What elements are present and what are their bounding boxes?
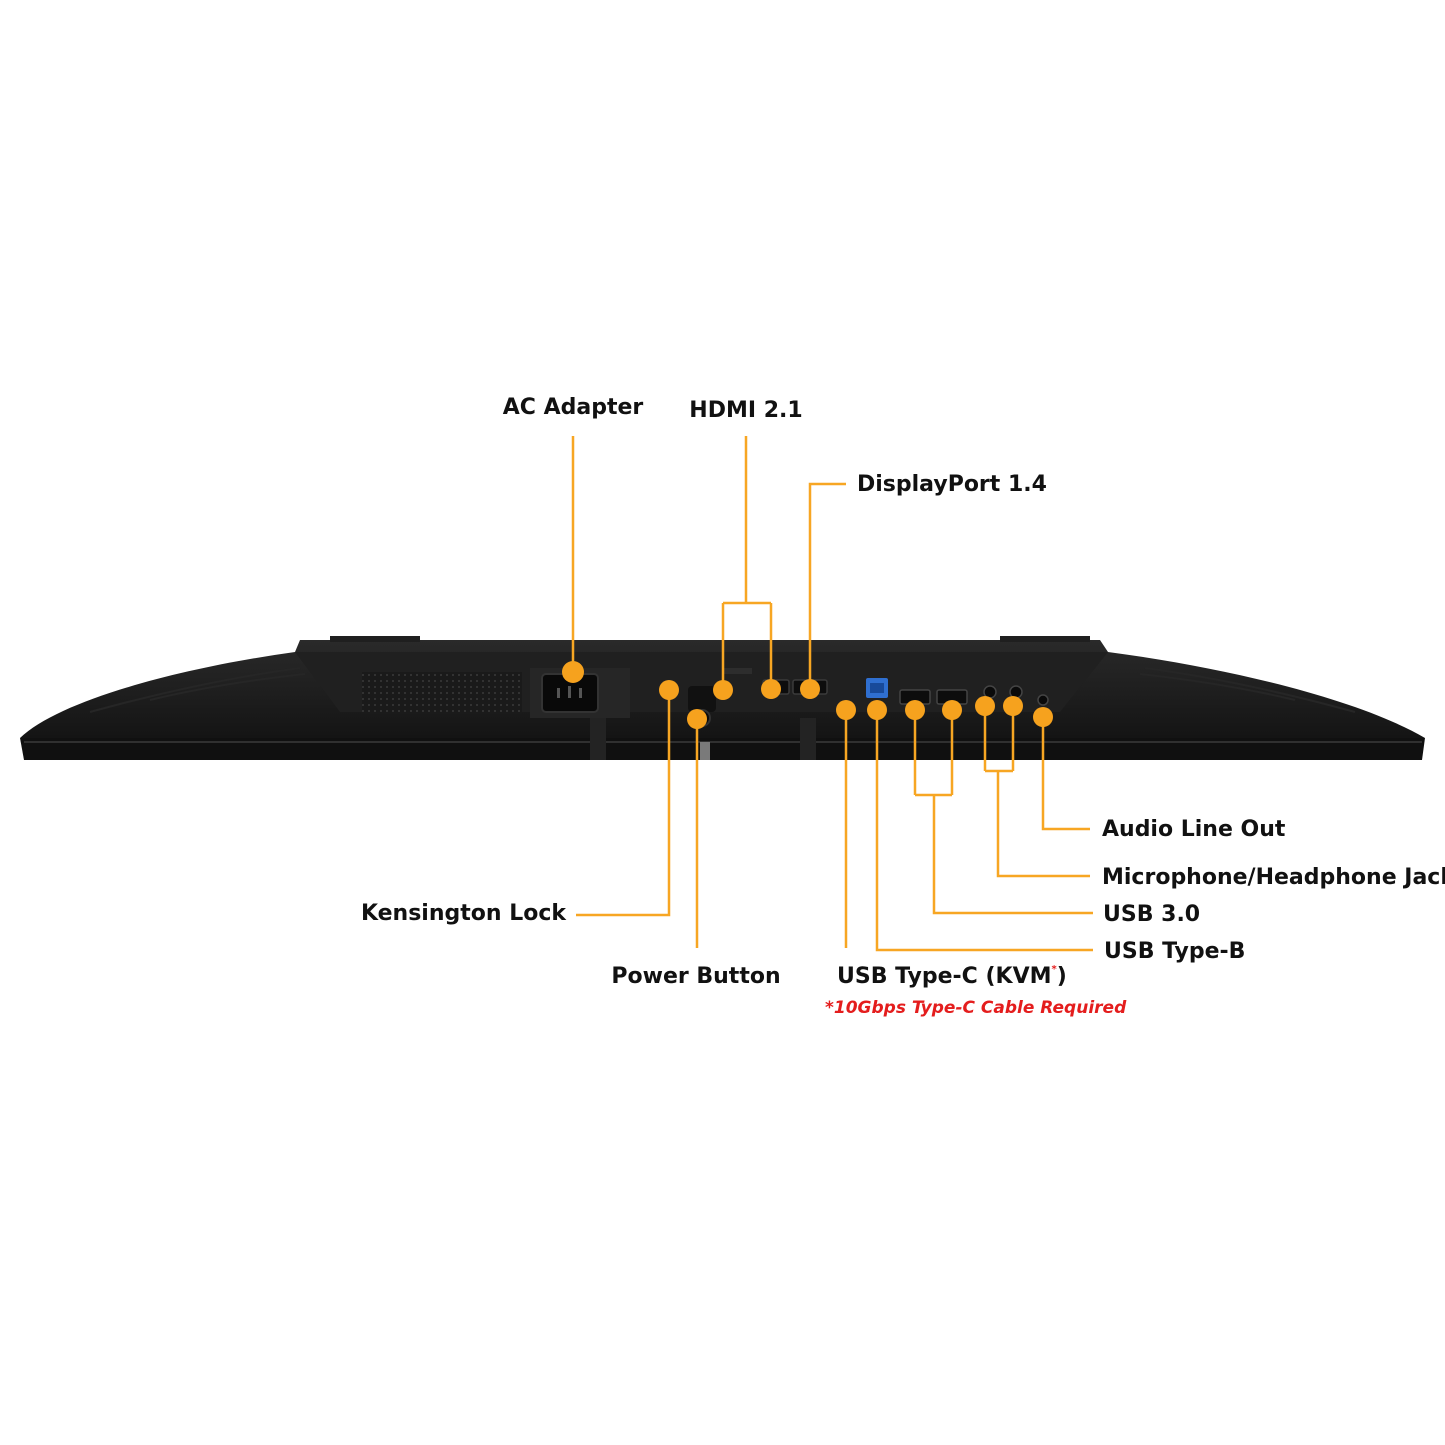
- usb-type-b-label: USB Type-B: [1104, 939, 1245, 964]
- power-button-label: Power Button: [611, 964, 780, 989]
- hdmi-dot-2: [761, 679, 781, 699]
- usb-type-c-footnote-marker: *: [1052, 964, 1058, 975]
- vent-grille: [362, 672, 522, 714]
- monitor-body: [20, 636, 1425, 760]
- shell-texture: [89, 667, 1356, 713]
- displayport-dot: [800, 679, 820, 699]
- hdmi-dot-1: [713, 680, 733, 700]
- ac-adapter-label: AC Adapter: [503, 395, 644, 420]
- footnote-text: *10Gbps Type-C Cable Required: [825, 998, 1127, 1018]
- power-button-recess: [688, 686, 716, 712]
- bezel-strip: [20, 738, 1425, 760]
- ac-adapter-dot: [562, 661, 584, 683]
- displayport-label: DisplayPort 1.4: [857, 472, 1047, 497]
- mic-jack-dot: [975, 696, 995, 716]
- line-out-dot: [1033, 707, 1053, 727]
- headphone-jack-dot: [1003, 696, 1023, 716]
- callout-lines: [571, 436, 1093, 952]
- callout-dots: [562, 661, 1053, 729]
- usb-type-b-dot: [867, 700, 887, 720]
- power-button-dot: [687, 709, 707, 729]
- hdmi-label: HDMI 2.1: [689, 398, 802, 423]
- usb-type-c-label-text: USB Type-C (KVM: [837, 964, 1052, 989]
- kensington-dot: [659, 680, 679, 700]
- usb3-dot-1: [905, 700, 925, 720]
- usb3-dot-2: [942, 700, 962, 720]
- line-out-jack-shape: [1037, 694, 1049, 706]
- usb-type-c-dot: [836, 700, 856, 720]
- audio-line-out-label: Audio Line Out: [1102, 817, 1286, 842]
- usb-type-c-label: USB Type-C (KVM*): [837, 964, 1067, 989]
- usb-type-c-label-close: ): [1057, 964, 1067, 989]
- usb-30-label: USB 3.0: [1103, 902, 1200, 927]
- kensington-lock-label: Kensington Lock: [361, 901, 567, 926]
- mic-headphone-jack-label: Microphone/Headphone Jack: [1102, 865, 1445, 890]
